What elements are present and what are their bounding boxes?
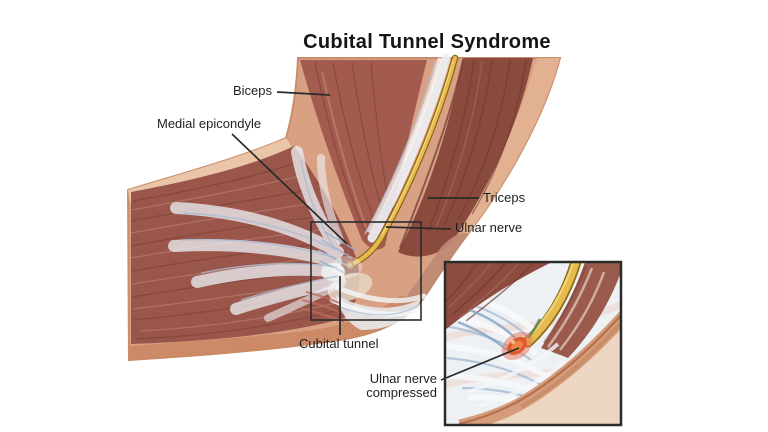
nerve-groove-fascia [367, 53, 451, 243]
biceps-muscle [300, 60, 427, 250]
biceps-leader-line [276, 91, 331, 96]
nerve-tip-shine [348, 263, 352, 267]
inset-fascia-white [445, 287, 573, 415]
elbow-extensor-band [386, 233, 468, 326]
inset-right-muscle-band [541, 262, 621, 358]
fascia-fan-blue [180, 159, 339, 301]
inset-skin-shade [520, 320, 621, 409]
inset-border [443, 260, 623, 427]
compressed-leader-line [440, 347, 520, 381]
triceps-muscle [398, 58, 533, 257]
inset-muscle-highlights [448, 262, 521, 319]
inset-view [443, 260, 623, 427]
inset-skin-band [458, 309, 621, 425]
label-ulnar-nerve-compressed-line2: compressed [366, 384, 437, 400]
fascia-below-strokes [329, 285, 427, 317]
label-biceps: Biceps [232, 83, 272, 98]
ulnar-nerve-shine [380, 59, 454, 237]
compressed-highlight [511, 340, 515, 344]
page-title: Cubital Tunnel Syndrome [303, 31, 551, 53]
inset-skin-fascia [467, 342, 566, 408]
leader-lines [231, 91, 520, 381]
inset-nerve [524, 262, 580, 346]
arm-figure [126, 53, 562, 362]
inset-skin-pale [464, 318, 621, 425]
fascia-hatch-blue [317, 231, 356, 274]
inset-right-band-dark [543, 265, 587, 344]
label-triceps: Triceps [483, 190, 526, 205]
ulnar-nerve-leader-line [385, 226, 452, 230]
label-ulnar-nerve-compressed: Ulnar nerve compressed [337, 372, 437, 399]
inset-right-band-streaks [546, 267, 606, 351]
label-ulnar-nerve: Ulnar nerve [455, 220, 523, 235]
tunnel-veil [332, 256, 362, 278]
inset-muscle-wedge [445, 262, 552, 330]
fascia-fan-white-2 [264, 154, 344, 322]
fascia-below-blue [339, 305, 419, 316]
medial-epicondyle-leader-line [231, 133, 348, 245]
nerve-groove-fascia-blue [364, 59, 437, 235]
fascia-fan-white [168, 146, 346, 315]
biceps-striations [314, 61, 389, 231]
skin-shadow-bottom [130, 296, 424, 360]
nerve-groove-fascia-bright [366, 57, 442, 233]
inset-muscle-striations [445, 262, 535, 322]
label-ulnar-nerve-compressed-line1: Ulnar nerve [369, 371, 437, 386]
ulnar-nerve-path [347, 55, 458, 268]
label-cubital-tunnel: Cubital tunnel [299, 336, 379, 351]
triceps-highlight [434, 61, 483, 231]
cubital-tunnel-box [310, 221, 422, 321]
biceps-highlight [320, 71, 368, 228]
inset-skin-edge [458, 313, 621, 425]
triceps-striations [427, 59, 527, 233]
label-medial-epicondyle: Medial epicondyle [157, 116, 262, 131]
